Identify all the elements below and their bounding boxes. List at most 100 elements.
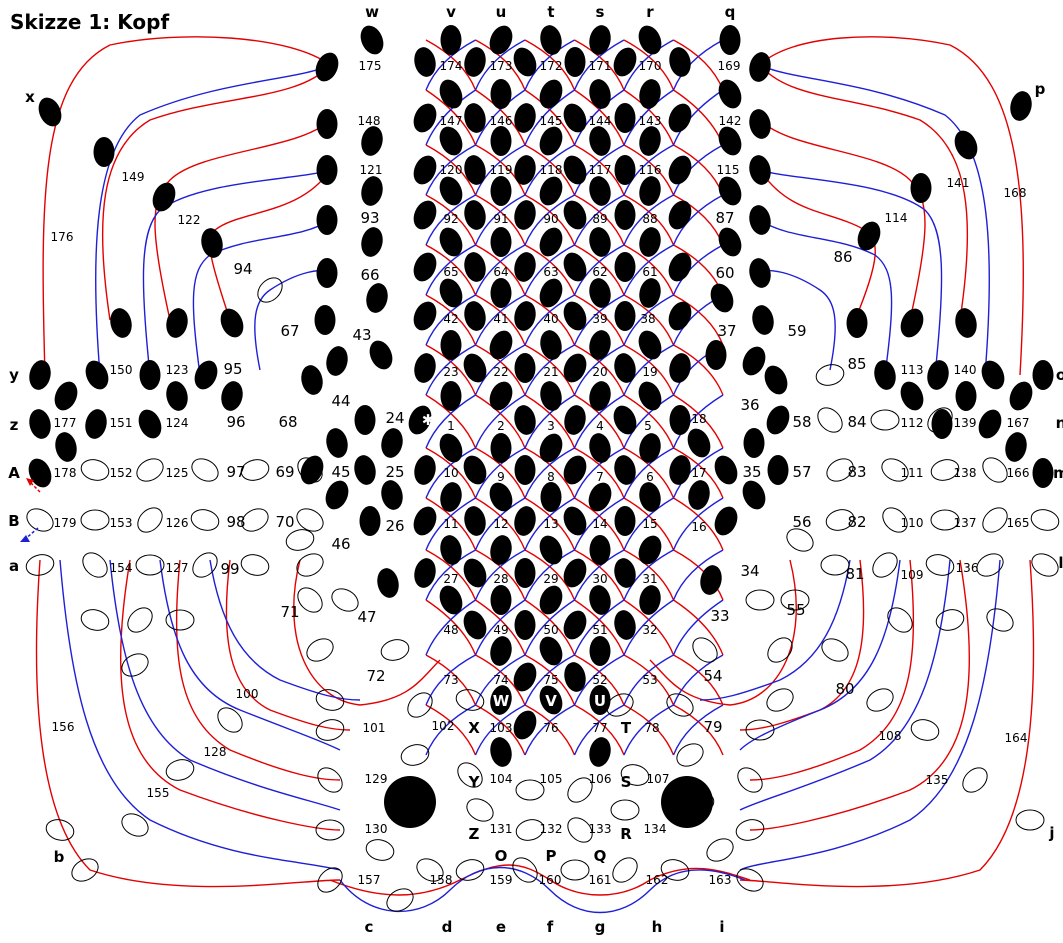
filled-pin	[637, 77, 664, 111]
filled-pin	[615, 301, 636, 331]
pin-number-33: 33	[710, 607, 729, 625]
pin-number-58: 58	[792, 413, 811, 431]
left-letter-x: x	[25, 88, 35, 106]
open-pin	[118, 649, 152, 680]
left-letter-A: A	[8, 464, 20, 482]
pin-number-40: 40	[543, 312, 558, 326]
pin-number-32: 32	[642, 623, 657, 637]
filled-pin	[360, 506, 381, 536]
pin-number-129: 129	[365, 772, 388, 786]
filled-pin	[296, 452, 327, 488]
open-pin	[818, 634, 852, 665]
right-edge-letter-n: n	[1056, 414, 1063, 432]
open-pin	[508, 853, 542, 887]
filled-pin	[634, 22, 665, 58]
left-letter-b: b	[54, 848, 65, 866]
filled-pin	[435, 275, 466, 311]
open-pin	[883, 603, 917, 637]
open-pin	[79, 607, 111, 634]
pin-number-27: 27	[443, 572, 458, 586]
filled-pin	[515, 353, 536, 383]
red-thread	[426, 145, 723, 448]
pin-number-5: 5	[644, 419, 652, 433]
pin-number-174: 174	[440, 59, 463, 73]
filled-pin	[706, 340, 727, 370]
pin-number-8: 8	[547, 470, 555, 484]
filled-pin	[538, 379, 565, 413]
red-thread	[650, 560, 796, 705]
pin-number-117: 117	[589, 163, 612, 177]
pin-number-29: 29	[543, 572, 558, 586]
pin-number-82: 82	[847, 513, 866, 531]
filled-pin	[667, 351, 694, 385]
pin-number-79: 79	[703, 718, 722, 736]
pin-number-133: 133	[589, 822, 612, 836]
open-pin	[379, 637, 411, 664]
filled-pin	[1008, 89, 1035, 123]
pin-number-1: 1	[447, 419, 455, 433]
filled-pin	[615, 200, 636, 230]
pin-number-166: 166	[1007, 466, 1030, 480]
pin-number-95: 95	[223, 360, 242, 378]
pin-number-178: 178	[54, 466, 77, 480]
blue-thread	[426, 295, 723, 600]
open-pin	[364, 837, 396, 864]
filled-pin	[148, 179, 179, 215]
filled-pin	[515, 455, 536, 485]
pin-number-153: 153	[110, 516, 133, 530]
pin-number-144: 144	[589, 114, 612, 128]
filled-pin	[559, 100, 590, 136]
bottom-letter-g: g	[595, 918, 606, 936]
pin-number-121: 121	[360, 163, 383, 177]
pin-number-104: 104	[490, 772, 513, 786]
pin-number-38: 38	[640, 312, 655, 326]
open-pin	[303, 634, 337, 665]
pin-number-139: 139	[954, 416, 977, 430]
left-letter-B: B	[8, 512, 19, 530]
red-thread	[750, 560, 913, 780]
pin-number-127: 127	[166, 561, 189, 575]
bottom-letter-f: f	[547, 918, 554, 936]
filled-pin	[83, 407, 110, 441]
open-pin	[688, 633, 722, 667]
pin-number-89: 89	[592, 212, 607, 226]
open-pin	[909, 717, 941, 744]
pin-number-164: 164	[1005, 731, 1028, 745]
pin-number-113: 113	[901, 363, 924, 377]
pin-number-171: 171	[589, 59, 612, 73]
mid-letter-R: R	[620, 825, 632, 843]
filled-pin	[50, 378, 81, 414]
pin-number-69: 69	[275, 463, 294, 481]
filled-pin	[706, 280, 737, 316]
filled-pin	[459, 607, 490, 643]
blue-thread	[110, 560, 340, 810]
filled-pin	[847, 308, 868, 338]
filled-pin	[698, 563, 725, 597]
filled-pin	[27, 407, 54, 441]
pin-number-146: 146	[490, 114, 513, 128]
filled-pin	[762, 402, 793, 438]
filled-pin	[925, 358, 952, 392]
blue-thread	[160, 560, 340, 750]
filled-pin	[485, 327, 516, 363]
open-pin	[188, 548, 222, 582]
open-pin	[133, 454, 167, 485]
filled-pin	[559, 298, 590, 334]
pin-number-131: 131	[490, 822, 513, 836]
filled-pin	[1033, 360, 1054, 390]
filled-pin	[587, 735, 614, 769]
mid-letter-X: X	[468, 719, 480, 737]
pin-number-150: 150	[110, 363, 133, 377]
pin-number-70: 70	[275, 513, 294, 531]
open-pin	[454, 687, 486, 714]
pin-number-51: 51	[592, 623, 607, 637]
filled-pin	[587, 23, 614, 57]
filled-pin	[459, 350, 490, 386]
pin-number-6: 6	[646, 470, 654, 484]
filled-pin	[896, 305, 927, 341]
filled-pin	[34, 94, 65, 130]
pin-number-42: 42	[443, 312, 458, 326]
filled-pin	[462, 153, 489, 187]
filled-pin	[190, 357, 221, 393]
pin-number-130: 130	[365, 822, 388, 836]
